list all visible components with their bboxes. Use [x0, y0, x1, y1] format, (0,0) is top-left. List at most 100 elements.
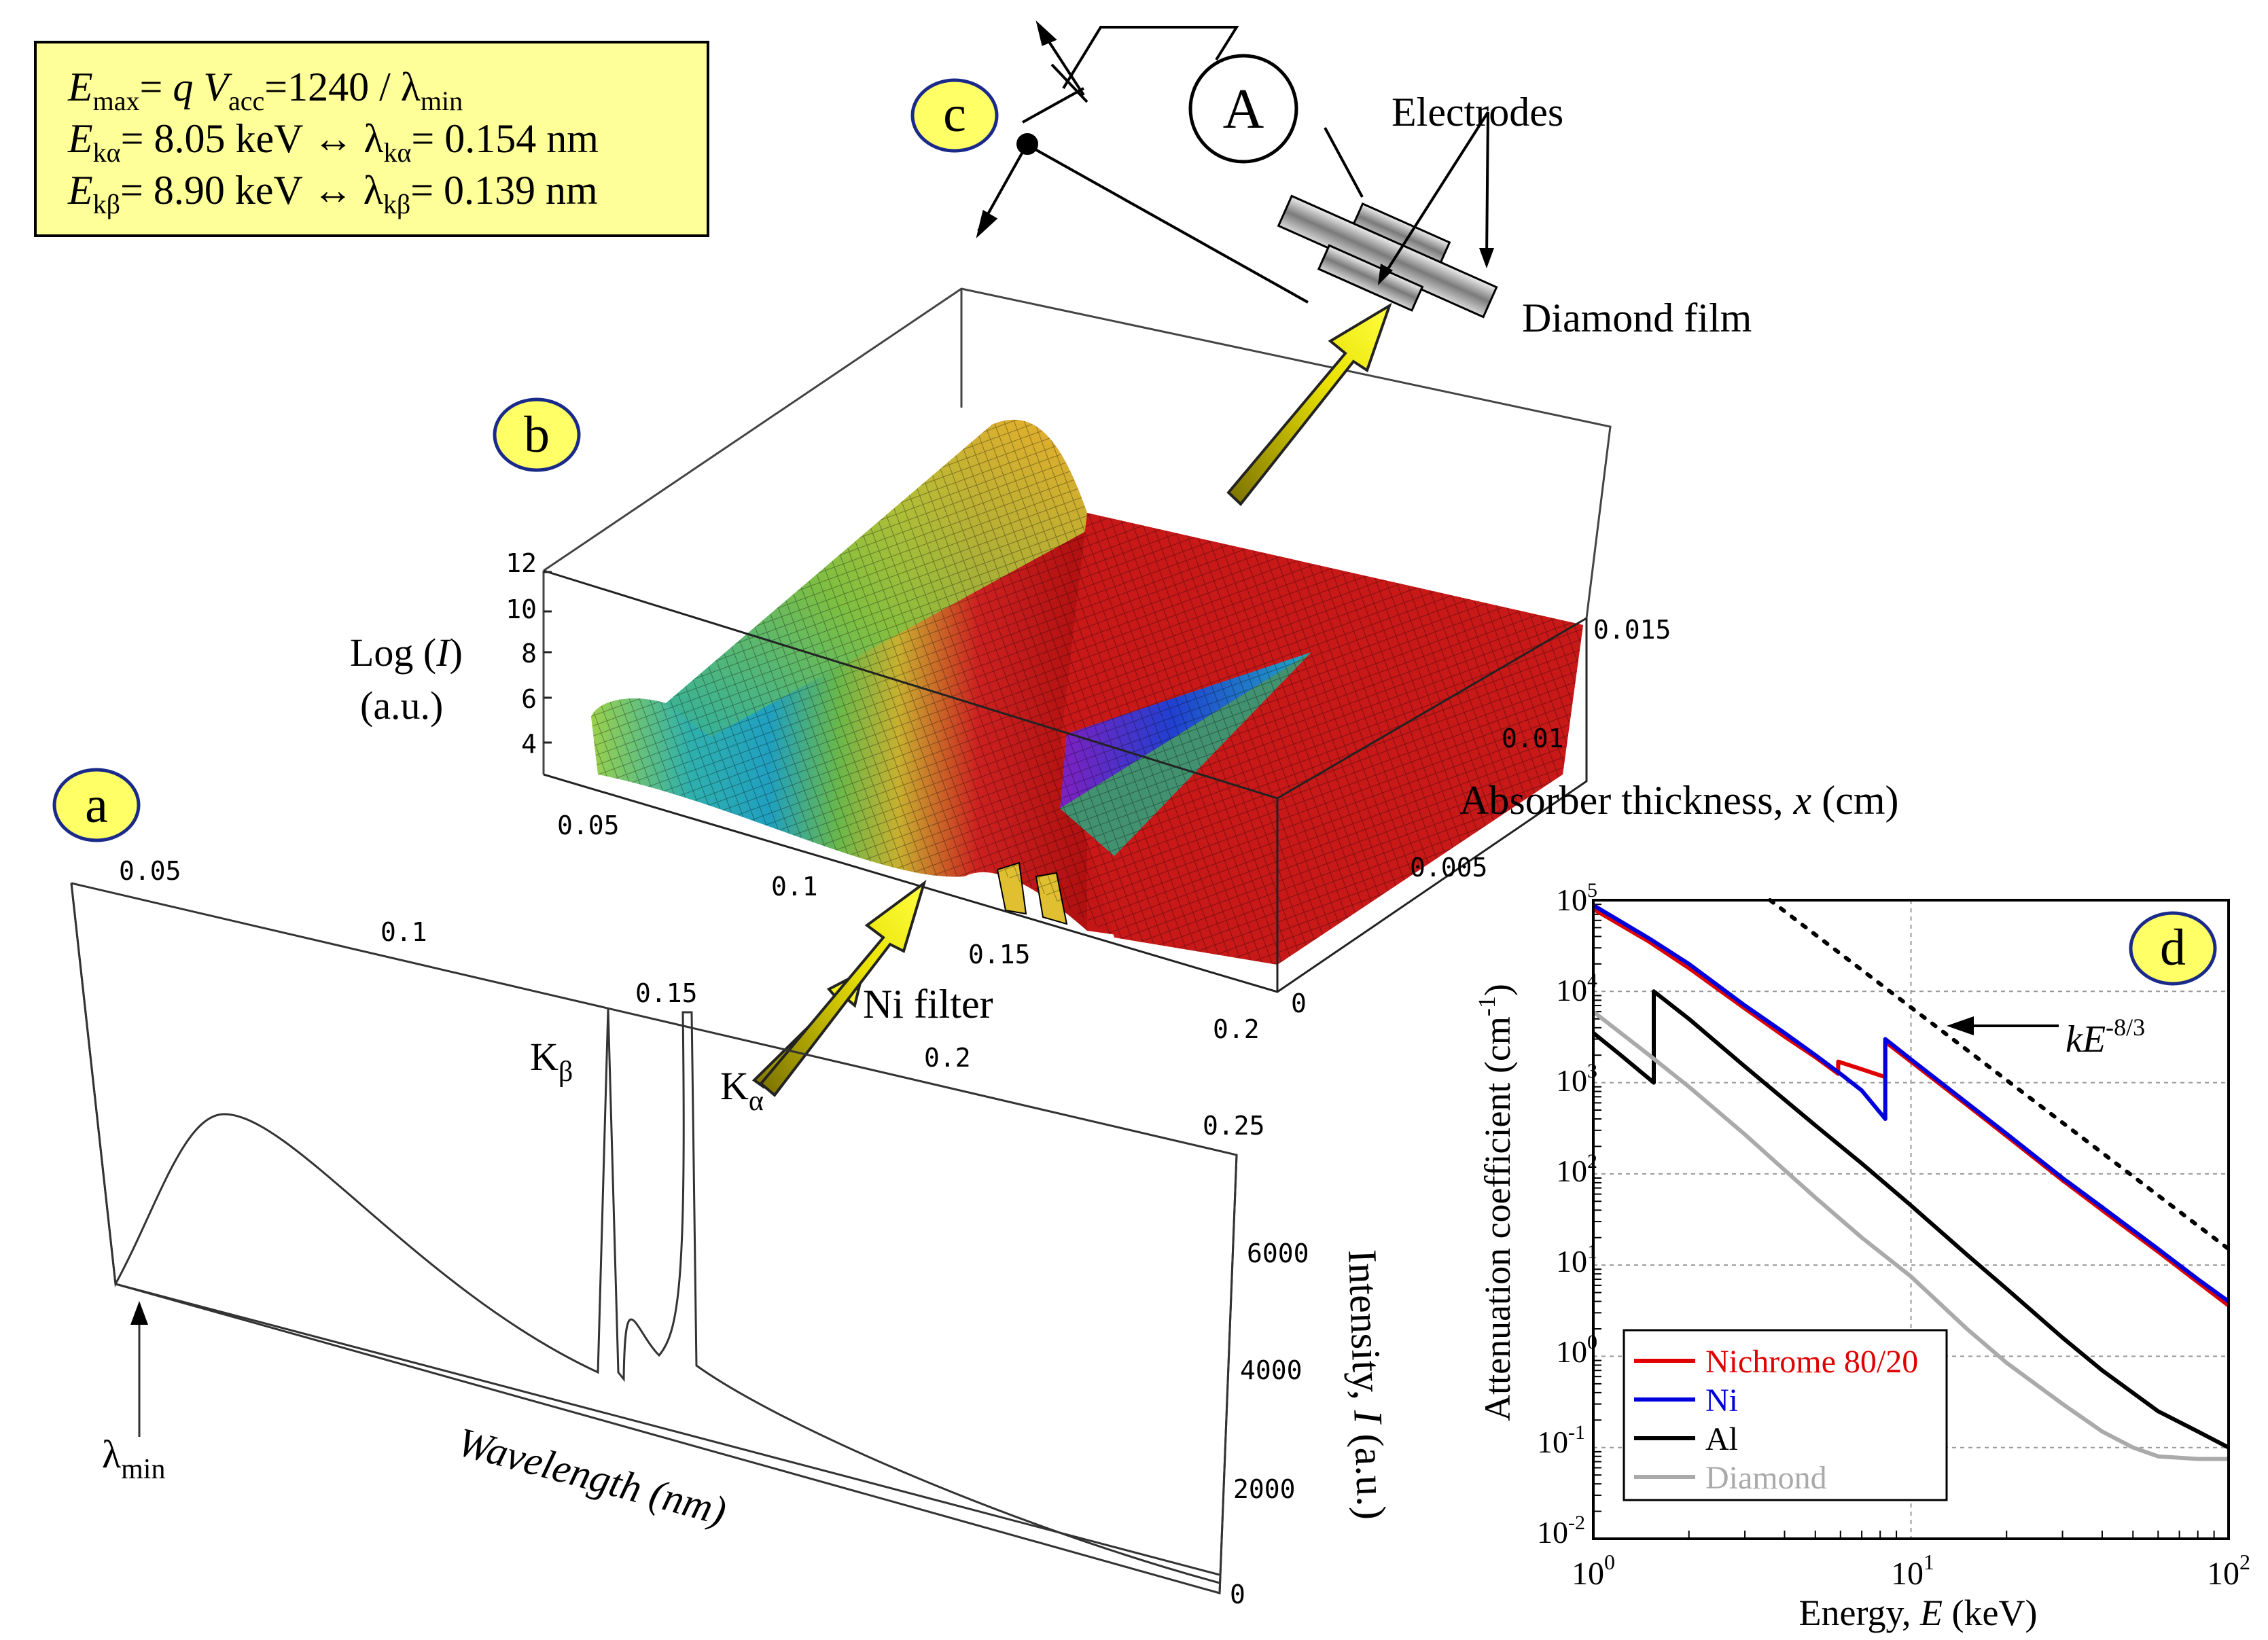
diamond-film-device: [1277, 194, 1498, 319]
d-y-tick: 104: [1556, 969, 1597, 1008]
b-wavelength-tick: 0.15: [968, 940, 1031, 969]
battery-plate: [1022, 87, 1084, 124]
d-y-tick: 102: [1556, 1150, 1597, 1188]
a-intensity-tick: 6000: [1247, 1238, 1309, 1268]
a-baseline: [115, 1283, 1220, 1576]
circuit-node: [1016, 133, 1038, 155]
d-y-tick: 105: [1556, 879, 1597, 917]
badge-c: [910, 78, 999, 153]
a-intensity-tick: 0: [1230, 1580, 1245, 1609]
a-ylabel: Intensity, I (a.u.): [1340, 1249, 1394, 1520]
power-law-arrowhead: [1947, 1016, 1974, 1035]
box-front-top: [543, 569, 1587, 800]
diamond-film-label: Diamond film: [1522, 296, 1752, 340]
box-back-top: [543, 287, 1612, 619]
a-spectrum-curve: [70, 883, 1220, 1584]
b-wavelength-tick: 0.1: [771, 872, 818, 902]
d-series-ni: [1592, 903, 2230, 1304]
legend-label-al: Al: [1705, 1421, 1738, 1457]
b-thickness-tick: 0.01: [1502, 724, 1564, 753]
a-wavelength-tick: 0.25: [1203, 1111, 1265, 1141]
ni-filter-label: Ni filter: [863, 982, 993, 1027]
d-y-tick: 10-2: [1537, 1512, 1585, 1550]
ammeter-circle: [1188, 54, 1298, 164]
d-series-al: [1592, 989, 2230, 1450]
circuit-wire-top: [1062, 26, 1239, 90]
badge-b-label: b: [524, 406, 550, 463]
panel-c-circuit: [976, 20, 1498, 319]
b-z-unit: (a.u.): [360, 683, 443, 728]
a-intensity-tick: 4000: [1240, 1355, 1303, 1385]
formula-box: Emax= q Vacc=1240 / λmin Ekα= 8.05 keV ↔…: [34, 41, 709, 237]
lambda-min-arrowhead: [130, 1301, 148, 1325]
a-wavelength-tick: 0.2: [924, 1043, 971, 1073]
ammeter-label: A: [1223, 77, 1264, 141]
b-z-label: Log (I): [350, 630, 463, 675]
panel-b-3d-plot: [542, 287, 1612, 993]
a-intensity-tick: 2000: [1233, 1474, 1296, 1504]
d-y-tick: 101: [1556, 1241, 1597, 1279]
b-thickness-tick: 0: [1291, 988, 1307, 1018]
badge-a-label: a: [85, 777, 108, 834]
legend-label-ni: Ni: [1705, 1383, 1738, 1419]
formula-line-2: Ekα= 8.05 keV ↔ λkα= 0.154 nm: [67, 116, 599, 168]
badge-d-label: d: [2160, 919, 2186, 976]
b-z-tick: 10: [506, 594, 537, 624]
power-law-label: kE-8/3: [2066, 1014, 2145, 1060]
beam-arrows: [751, 302, 1392, 1097]
badge-d: [2129, 911, 2217, 986]
b-z-tick: 6: [521, 684, 537, 714]
formula-line-3: Ekβ= 8.90 keV ↔ λkβ= 0.139 nm: [67, 168, 598, 219]
surface-mesh: [591, 419, 1583, 965]
ni-filter-arrow-shaft: [759, 879, 927, 1097]
detector-arrow: [1226, 302, 1392, 506]
electrodes-label: Electrodes: [1392, 90, 1563, 135]
a-xlabel: Wavelength (nm): [453, 1419, 731, 1534]
panel-a-spectrum: [70, 882, 1238, 1594]
box-front-bottom: [543, 618, 1588, 993]
k-alpha-label: Kα: [720, 1064, 764, 1117]
electrode-arrowhead-2: [1479, 248, 1494, 268]
panel-badges: [52, 78, 2217, 986]
circuit-wire-ammeter-right: [1324, 127, 1364, 198]
d-plot-frame: [1592, 899, 2230, 1540]
d-series-power-law: [1768, 898, 2231, 1251]
bottom-electrode: [1317, 244, 1424, 312]
electrode-arrow-2: [1485, 111, 1489, 259]
b-thickness-tick: 0.005: [1410, 853, 1487, 883]
d-y-ticks: 105 104 103 102 101 100 10-1 10-2: [1537, 879, 1597, 1550]
d-x-tick: 100: [1572, 1550, 1615, 1592]
formula-box-frame: [34, 41, 709, 237]
badge-a: [52, 768, 141, 842]
d-ylabel: Attenuation coefficient (cm-1): [1473, 984, 1518, 1421]
d-x-tick: 102: [2207, 1550, 2250, 1592]
d-legend: Nichrome 80/20 Ni Al Diamond: [1623, 1329, 1948, 1501]
d-x-ticks: 100 101 102: [1572, 1550, 2250, 1592]
electrode-arrow-1: [1381, 111, 1489, 279]
a-wavelength-tick: 0.15: [635, 978, 698, 1008]
battery-line: [1050, 63, 1088, 103]
source-arrowhead: [976, 209, 998, 238]
electrode-arrowhead-1: [1378, 264, 1393, 285]
a-intensity-axis: [1218, 1154, 1238, 1594]
a-wavelength-tick: 0.05: [119, 856, 181, 886]
formula-line-1: Emax= q Vacc=1240 / λmin: [67, 65, 463, 116]
badge-b: [493, 397, 581, 472]
circuit-wire-bottom: [1029, 145, 1309, 304]
d-x-tick: 101: [1891, 1550, 1934, 1592]
d-series-diamond: [1592, 1010, 2229, 1461]
d-y-tick: 100: [1556, 1331, 1597, 1369]
k-beta-label: Kβ: [530, 1035, 573, 1088]
a-wavelength-tick: 0.1: [380, 917, 427, 947]
b-z-tick: 4: [521, 729, 537, 759]
legend-label-nichrome: Nichrome 80/20: [1705, 1344, 1918, 1380]
d-y-tick: 103: [1556, 1060, 1597, 1098]
b-z-tick: 8: [521, 639, 537, 669]
variable-arrowhead: [1035, 20, 1057, 46]
lambda-min-label: λmin: [102, 1432, 165, 1485]
badge-c-label: c: [943, 86, 966, 143]
b-thickness-tick: 0.015: [1593, 615, 1671, 645]
b-thickness-label: Absorber thickness, x (cm): [1459, 778, 1898, 823]
d-y-tick: 10-1: [1537, 1421, 1585, 1459]
